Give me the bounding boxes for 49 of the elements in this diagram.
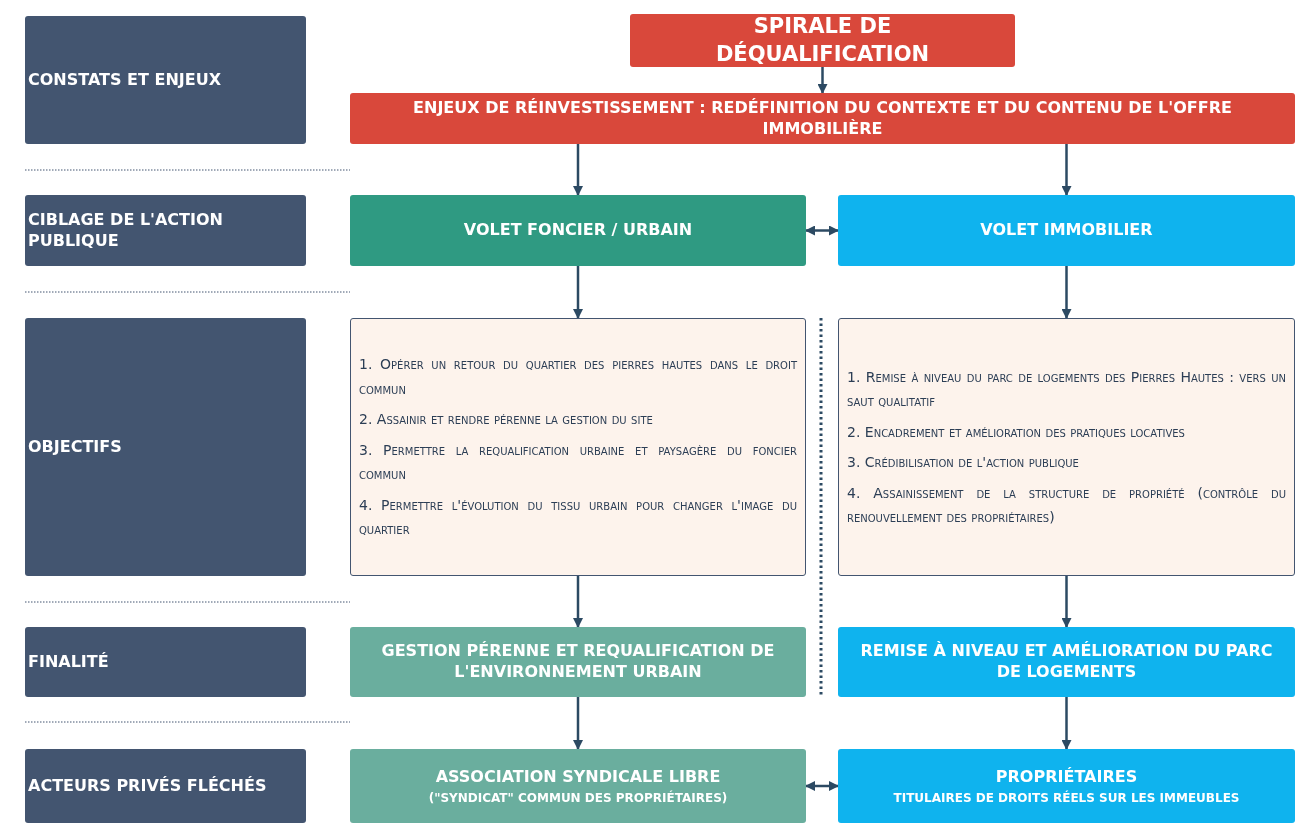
box-title: OBJECTIFS	[28, 436, 122, 458]
objective-text: 2. Assainir et rendre pérenne la gestion du site	[359, 410, 654, 430]
objective-text: 3. Crédibilisation de l'action publique	[847, 453, 1080, 472]
box-title: VOLET FONCIER / URBAIN	[463, 220, 693, 241]
arrow	[805, 225, 839, 236]
row-header-band	[25, 627, 306, 697]
process-box	[838, 627, 1295, 697]
objective-text: 1. Remise à niveau du parc de logements des Pierres Hautes : vers un saut qualitatif	[847, 367, 1286, 411]
process-box	[350, 93, 1295, 144]
process-box	[838, 195, 1295, 266]
arrow	[1061, 697, 1072, 750]
arrow	[573, 576, 583, 628]
objective-text: 1. Opérer un retour du quartier des pierres hautes dans le droit commun	[359, 355, 797, 399]
arrow	[573, 266, 583, 319]
box-title: SPIRALE DE DÉQUALIFICATION	[714, 13, 931, 68]
arrow	[805, 781, 839, 791]
process-box	[350, 195, 806, 266]
box-title: VOLET IMMOBILIER	[980, 220, 1153, 241]
box-title: GESTION PÉRENNE ET REQUALIFICATION DE L'ENVIRONNEMENT URBAIN	[380, 641, 776, 683]
process-box	[350, 627, 806, 697]
box-subtitle: ("SYNDICAT" COMMUN DES PROPRIÉTAIRES)	[428, 790, 728, 805]
process-box	[350, 749, 806, 823]
box-title: CONSTATS ET ENJEUX	[28, 69, 222, 91]
arrow	[1061, 266, 1072, 319]
row-header-band	[25, 318, 306, 576]
box-title: ASSOCIATION SYNDICALE LIBRE	[435, 767, 721, 788]
arrow	[573, 697, 583, 750]
arrow	[573, 144, 583, 196]
objective-text: 3. Permettre la requalification urbaine et paysagère du foncier commun	[359, 440, 797, 485]
arrow	[817, 67, 828, 94]
objective-text: 4. Permettre l'évolution du tissu urbain pour changer l'image du quartier	[359, 495, 797, 540]
box-title: REMISE À NIVEAU ET AMÉLIORATION DU PARC DE LOGEMENTS	[859, 641, 1274, 683]
box-title: FINALITÉ	[28, 651, 109, 673]
objective-text: 4. Assainissement de la structure de propriété (contrôle du renouvellement des propriétaires)	[847, 483, 1286, 527]
process-box	[630, 14, 1015, 67]
arrow	[1061, 144, 1072, 196]
row-header-band	[25, 195, 306, 266]
objective-text: 2. Encadrement et amélioration des pratiques locatives	[847, 422, 1186, 442]
row-header-band	[25, 16, 306, 144]
process-box	[838, 749, 1295, 823]
objectives-box	[838, 318, 1295, 576]
box-title: ENJEUX DE RÉINVESTISSEMENT : REDÉFINITION DU CONTEXTE ET DU CONTENU DE L'OFFRE IMMOBILIÈRE	[412, 97, 1233, 140]
arrow	[1061, 576, 1072, 628]
box-title: CIBLAGE DE L'ACTION PUBLIQUE	[28, 209, 224, 252]
box-subtitle: TITULAIRES DE DROITS RÉELS SUR LES IMMEUBLES	[893, 790, 1240, 805]
box-title: PROPRIÉTAIRES	[995, 767, 1138, 788]
row-header-band	[25, 749, 306, 823]
box-title: ACTEURS PRIVÉS FLÉCHÉS	[28, 775, 267, 797]
objectives-box	[350, 318, 806, 576]
